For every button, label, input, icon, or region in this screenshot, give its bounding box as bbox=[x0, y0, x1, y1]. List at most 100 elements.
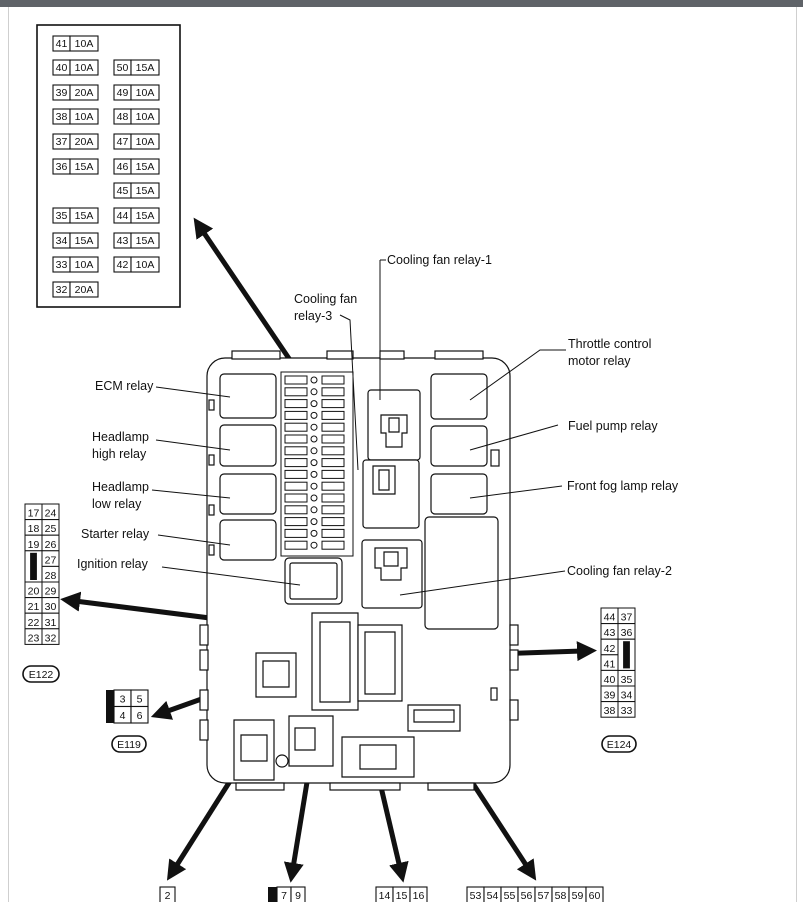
pin-number: 40 bbox=[604, 674, 616, 686]
fuse-amperage-box bbox=[130, 108, 160, 125]
fuse-amperage: 10A bbox=[136, 259, 155, 271]
fuse-amperage: 15A bbox=[75, 235, 94, 247]
leader-lines bbox=[151, 259, 566, 596]
arrow-to-fuse-panel bbox=[193, 217, 293, 362]
fuse-number: 38 bbox=[56, 111, 68, 123]
fuse-amperage: 15A bbox=[75, 161, 94, 173]
mini-fuse bbox=[321, 481, 345, 491]
mini-fuse bbox=[321, 505, 345, 515]
pin-number: 25 bbox=[45, 523, 57, 535]
label-front-fog-lamp-relay: Front fog lamp relay bbox=[567, 479, 679, 493]
pin-number: 38 bbox=[604, 705, 616, 717]
pin-number: 32 bbox=[45, 632, 57, 644]
mini-fuse-pin bbox=[310, 482, 318, 490]
mini-fuse bbox=[321, 422, 345, 432]
pin-number: 15 bbox=[396, 890, 408, 902]
label-starter-relay: Starter relay bbox=[81, 527, 150, 541]
fuse-number: 32 bbox=[56, 284, 68, 296]
label-headlamp-low-line1: Headlamp bbox=[92, 480, 149, 494]
key-mark bbox=[30, 552, 37, 580]
pin-cell bbox=[41, 628, 60, 645]
fuse-number: 36 bbox=[56, 161, 68, 173]
pin-number-box bbox=[290, 886, 306, 902]
pin-number: 36 bbox=[621, 627, 633, 639]
mini-fuse-pin bbox=[310, 376, 318, 384]
pin-number: 30 bbox=[45, 601, 57, 613]
fuse-amperage: 20A bbox=[75, 87, 94, 99]
label-headlamp-low-line2: low relay bbox=[92, 497, 142, 511]
fuse-amperage-box bbox=[69, 232, 99, 249]
fuse-number: 39 bbox=[56, 87, 68, 99]
fuse-amperage-box bbox=[130, 207, 160, 224]
mini-fuse bbox=[284, 458, 308, 468]
fuse-amperage-box bbox=[130, 256, 160, 273]
fuse-amperage-box bbox=[69, 256, 99, 273]
mini-fuse-pin bbox=[310, 494, 318, 502]
mini-fuse bbox=[284, 399, 308, 409]
mini-fuse bbox=[321, 540, 345, 550]
mini-fuse bbox=[284, 505, 308, 515]
connector-e119-tag: E119 bbox=[111, 735, 147, 753]
pin-number: 31 bbox=[45, 617, 57, 629]
label-cooling-fan-relay-1: Cooling fan relay-1 bbox=[387, 253, 492, 267]
mini-fuse bbox=[321, 517, 345, 527]
pin-number-box bbox=[409, 886, 428, 902]
fuse-amperage: 10A bbox=[75, 62, 94, 74]
right-relays bbox=[424, 373, 499, 630]
label-cooling-fan-relay-3-line1: Cooling fan bbox=[294, 292, 357, 306]
left-relays bbox=[219, 373, 343, 605]
fuse-amperage-box bbox=[130, 133, 160, 150]
pin-number: 18 bbox=[28, 523, 40, 535]
pin-number: 37 bbox=[621, 612, 633, 624]
pin-number: 29 bbox=[45, 586, 57, 598]
label-ecm-relay: ECM relay bbox=[95, 379, 154, 393]
fuse-number: 48 bbox=[117, 111, 129, 123]
mini-fuse bbox=[284, 481, 308, 491]
pin-number: 23 bbox=[28, 632, 40, 644]
relay-labels: Cooling fan relay-1 Cooling fan relay-3 … bbox=[77, 253, 679, 578]
starter-relay-slot bbox=[219, 519, 277, 561]
fuse-amperage-box bbox=[69, 158, 99, 175]
key-mark bbox=[268, 887, 277, 902]
fuse-number: 45 bbox=[117, 185, 129, 197]
label-cooling-fan-relay-3-line2: relay-3 bbox=[294, 309, 332, 323]
fuse-amperage-box bbox=[69, 35, 99, 52]
pin-number: 42 bbox=[604, 643, 616, 655]
pin-number: 19 bbox=[28, 539, 40, 551]
fuse-number: 47 bbox=[117, 136, 129, 148]
fuse-amperage: 15A bbox=[136, 185, 155, 197]
fuse-number: 43 bbox=[117, 235, 129, 247]
fuse-amperage: 20A bbox=[75, 136, 94, 148]
pin-number: 14 bbox=[379, 890, 391, 902]
lower-connectors bbox=[233, 612, 461, 781]
viewer-top-bar bbox=[0, 0, 803, 7]
mini-fuse bbox=[284, 493, 308, 503]
pin-number: 33 bbox=[621, 705, 633, 717]
fuse-amperage-box bbox=[69, 59, 99, 76]
fuse-number: 46 bbox=[117, 161, 129, 173]
mini-fuse bbox=[284, 540, 308, 550]
mini-fuse bbox=[321, 493, 345, 503]
pin-number: 41 bbox=[604, 658, 616, 670]
connector-e122-tag: E122 bbox=[22, 665, 60, 683]
e124-tag-text: E124 bbox=[607, 739, 632, 751]
connector-e124-tag: E124 bbox=[601, 735, 637, 753]
label-ignition-relay: Ignition relay bbox=[77, 557, 149, 571]
mini-fuse-pin bbox=[310, 447, 318, 455]
label-throttle-control-line1: Throttle control bbox=[568, 337, 651, 351]
label-throttle-control-line2: motor relay bbox=[568, 354, 631, 368]
ecm-relay-slot bbox=[219, 373, 277, 419]
pin-number: 16 bbox=[413, 890, 425, 902]
fuse-amperage: 10A bbox=[136, 111, 155, 123]
fuse-amperage: 10A bbox=[136, 136, 155, 148]
fuse-amperage-box bbox=[69, 207, 99, 224]
mini-fuse bbox=[284, 375, 308, 385]
mini-fuse-pin bbox=[310, 388, 318, 396]
pin-cell bbox=[617, 701, 636, 718]
label-fuel-pump-relay: Fuel pump relay bbox=[568, 419, 658, 433]
mini-fuse bbox=[284, 410, 308, 420]
